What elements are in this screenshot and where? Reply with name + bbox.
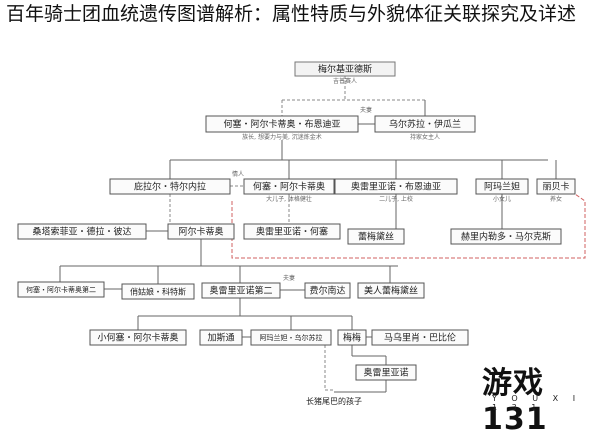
node-note: 养女 bbox=[550, 195, 562, 203]
node-pilar: 庇拉尔・特尔内拉 bbox=[109, 178, 231, 195]
node-box bbox=[17, 223, 147, 240]
edge-label-affair: 情人 bbox=[232, 170, 244, 178]
node-box bbox=[374, 115, 476, 133]
node-label: 加斯通 bbox=[207, 332, 234, 344]
node-box bbox=[199, 329, 243, 346]
node-box bbox=[357, 282, 425, 299]
node-box bbox=[167, 223, 235, 240]
node-label: 奥雷里亚诺第二 bbox=[209, 285, 272, 297]
node-remedios-moscote: 蕾梅黛丝 bbox=[347, 228, 405, 245]
node-amaranta-ursula: 阿玛兰妲・乌尔苏拉 bbox=[250, 329, 332, 346]
node-box bbox=[201, 282, 281, 299]
node-box bbox=[17, 281, 105, 298]
node-note: 持家女主人 bbox=[410, 133, 440, 141]
node-note: 吉普赛人 bbox=[333, 77, 357, 85]
node-label: 庇拉尔・特尔内拉 bbox=[134, 181, 206, 193]
node-pig-tail: 长猪尾巴的孩子 bbox=[306, 396, 362, 406]
node-note: 族长, 想要力与美, 沉迷炼金术 bbox=[242, 133, 322, 141]
node-gaston: 加斯通 bbox=[199, 329, 243, 346]
node-label: 奥雷里亚诺・何塞 bbox=[256, 226, 328, 238]
node-box bbox=[121, 283, 195, 300]
node-label: 乌尔苏拉・伊瓜兰 bbox=[389, 118, 461, 130]
node-label: 奥雷里亚诺・布恩迪亚 bbox=[351, 181, 441, 193]
node-label: 何塞・阿尔卡蒂奥 bbox=[253, 181, 325, 193]
node-box bbox=[205, 115, 359, 133]
node-jose-arcadio-ii: 何塞・阿尔卡蒂奥第二 bbox=[17, 281, 105, 298]
node-aureliano-jose: 奥雷里亚诺・何塞 bbox=[243, 223, 341, 240]
node-fernanda: 费尔南达 bbox=[304, 282, 351, 299]
node-note: 大儿子, 体格健壮 bbox=[266, 195, 312, 203]
edge-label-couple-1: 夫妻 bbox=[360, 106, 372, 114]
page-title: 百年骑士团血统遗传图谱解析：属性特质与外貌体征关联探究及详述 bbox=[6, 3, 577, 25]
node-pietro-crespi: 赫里内勒多・马尔克斯 bbox=[450, 228, 562, 245]
node-box bbox=[337, 329, 367, 346]
node-arcadio: 阿尔卡蒂奥 bbox=[167, 223, 235, 240]
node-label: 奥雷里亚诺 bbox=[363, 367, 408, 379]
node-aureliano-babilonia: 奥雷里亚诺 bbox=[355, 364, 417, 381]
node-label: 美人蕾梅黛丝 bbox=[364, 285, 418, 297]
node-note: 二儿子, 上校 bbox=[379, 195, 413, 203]
node-label: 蕾梅黛丝 bbox=[358, 231, 394, 243]
node-label: 赫里内勒多・马尔克斯 bbox=[461, 231, 551, 243]
node-label: 阿玛兰妲・乌尔苏拉 bbox=[260, 333, 323, 342]
node-box bbox=[355, 364, 417, 381]
node-label: 小何塞・阿尔卡蒂奥 bbox=[97, 332, 178, 344]
node-label: 费尔南达 bbox=[309, 285, 345, 297]
node-aureliano-ii: 奥雷里亚诺第二 bbox=[201, 282, 281, 299]
node-box bbox=[304, 282, 351, 299]
node-box bbox=[450, 228, 562, 245]
node-box bbox=[243, 178, 335, 195]
node-box bbox=[109, 178, 231, 195]
node-box bbox=[347, 228, 405, 245]
node-box bbox=[250, 329, 332, 346]
edge-label-couple-2: 夫妻 bbox=[283, 274, 295, 282]
node-mauricio: 马乌里肖・巴比伦 bbox=[371, 329, 469, 346]
node-box bbox=[334, 178, 458, 195]
node-label: 丽贝卡 bbox=[542, 181, 569, 193]
node-label: 桑塔索菲亚・德拉・彼达 bbox=[32, 226, 131, 238]
node-label: 马乌里肖・巴比伦 bbox=[384, 332, 456, 344]
node-box bbox=[89, 329, 187, 346]
node-box bbox=[243, 223, 341, 240]
node-box bbox=[294, 61, 396, 77]
node-label: 梅梅 bbox=[343, 332, 361, 344]
watermark-subtext: Y O U X I 1 3 1 bbox=[492, 394, 582, 412]
node-label: 何塞・阿尔卡蒂奥第二 bbox=[26, 285, 96, 294]
node-label: 阿玛兰妲 bbox=[484, 181, 520, 193]
node-remedios-the-beauty: 美人蕾梅黛丝 bbox=[357, 282, 425, 299]
node-note: 小女儿 bbox=[493, 195, 511, 203]
node-label: 何塞・阿尔卡蒂奥・布恩迪亚 bbox=[223, 118, 340, 130]
node-label: 俏姑娘・科特斯 bbox=[130, 286, 186, 296]
node-jose-arcadio-son: 小何塞・阿尔卡蒂奥 bbox=[89, 329, 187, 346]
node-box bbox=[371, 329, 469, 346]
node-box bbox=[536, 178, 576, 195]
node-santa-sofia: 桑塔索菲亚・德拉・彼达 bbox=[17, 223, 147, 240]
node-box bbox=[475, 178, 529, 195]
node-label: 梅尔基亚德斯 bbox=[318, 63, 372, 75]
node-remedios-bella: 俏姑娘・科特斯 bbox=[121, 283, 195, 300]
node-meme: 梅梅 bbox=[337, 329, 367, 346]
node-label: 长猪尾巴的孩子 bbox=[306, 396, 362, 406]
edge-amaranta-child bbox=[324, 345, 334, 391]
node-label: 阿尔卡蒂奥 bbox=[178, 226, 223, 238]
